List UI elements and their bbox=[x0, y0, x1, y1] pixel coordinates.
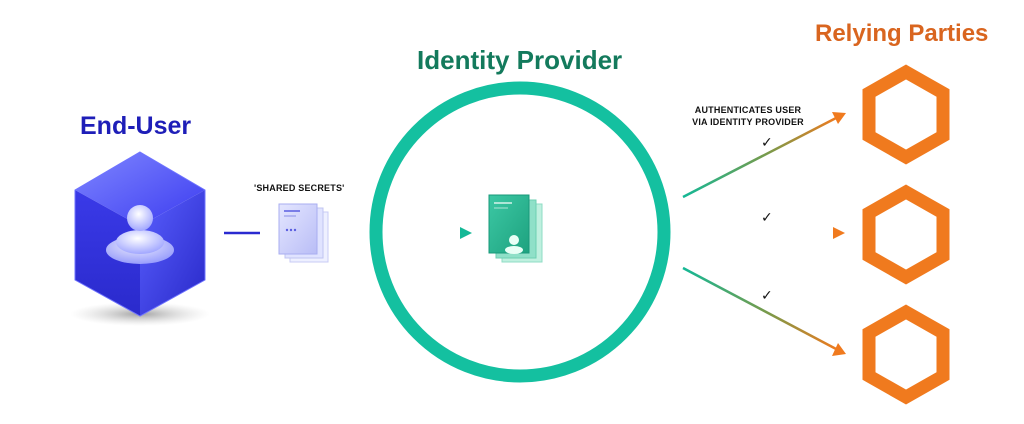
shared-secrets-label: 'SHARED SECRETS' bbox=[254, 183, 345, 193]
auth-arrow-top bbox=[682, 112, 846, 199]
auth-arrow-bottom bbox=[682, 266, 846, 356]
check-icon: ✓ bbox=[761, 209, 773, 225]
identity-provider-title: Identity Provider bbox=[417, 45, 623, 75]
check-icon: ✓ bbox=[761, 287, 773, 303]
authenticates-user-line2: VIA IDENTITY PROVIDER bbox=[692, 117, 804, 127]
user-cube-icon bbox=[70, 151, 210, 326]
authenticates-user-label: AUTHENTICATES USER VIA IDENTITY PROVIDER bbox=[688, 104, 808, 128]
authenticates-user-line1: AUTHENTICATES USER bbox=[694, 105, 802, 115]
end-user-title: End-User bbox=[80, 112, 192, 140]
hexagon-icon bbox=[862, 64, 950, 165]
identity-provider-ring bbox=[369, 81, 671, 383]
credential-card-icon bbox=[278, 203, 329, 263]
auth-arrow-middle bbox=[682, 227, 845, 239]
secrets-to-idp-arrow bbox=[346, 227, 472, 239]
relying-parties-title: Relying Parties bbox=[815, 20, 989, 47]
check-icon: ✓ bbox=[761, 134, 773, 150]
identity-card-icon bbox=[488, 194, 543, 263]
hexagon-icon bbox=[862, 184, 950, 285]
hexagon-icon bbox=[862, 304, 950, 405]
